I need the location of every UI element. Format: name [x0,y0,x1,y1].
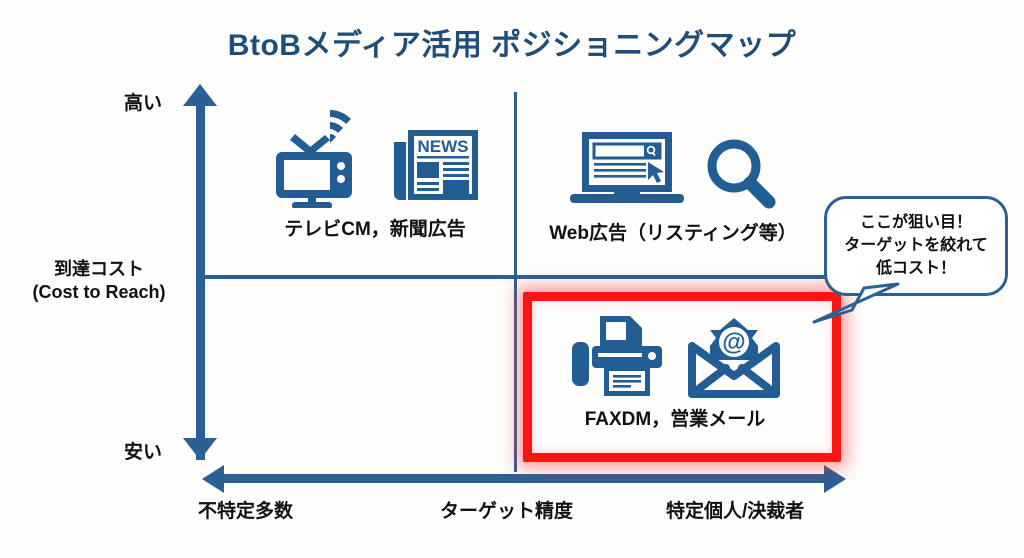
y-axis-caption: 到達コスト (Cost to Reach) [4,258,194,303]
y-axis-high-label: 高い [124,93,163,114]
page-title: BtoBメディア活用 ポジショニングマップ [227,29,797,62]
callout-line-2: ターゲットを絞れて [844,237,988,255]
fax-printer-icon [570,314,670,398]
envelope-at-icon: @ [688,316,780,398]
x-axis-caption: ターゲット精度 [440,501,574,522]
highlight-box-faxdm [523,292,841,462]
callout-line-3: 低コスト！ [875,260,956,278]
quadrant-top-right-caption: Web広告（リスティング等） [549,223,797,244]
newspaper-icon: NEWS [390,116,482,208]
x-axis-line [222,474,828,483]
svg-text:NEWS: NEWS [418,137,469,156]
y-axis-low-label: 安い [124,442,163,463]
quadrant-bottom-right-icons: @ [540,314,810,398]
callout-line-1: ここが狙い目！ [859,214,972,231]
television-icon [268,104,372,208]
magnifier-icon [704,136,778,212]
quadrant-top-left-caption: テレビCM，新聞広告 [284,219,466,240]
quadrant-bottom-right-caption: FAXDM，営業メール [584,409,766,430]
x-axis-right-arrow-icon [824,465,846,493]
quadrant-top-right-icons [528,128,818,212]
laptop-search-icon [568,128,686,212]
svg-text:@: @ [722,329,745,356]
x-axis-left-arrow-icon [202,465,224,493]
quadrant-divider-horizontal [200,275,865,279]
x-axis-left-label: 不特定多数 [198,501,294,522]
quadrant-top-right: Web広告（リスティング等） [528,128,818,245]
y-axis-caption-jp: 到達コスト [54,259,144,279]
callout-bubble: ここが狙い目！ ターゲットを絞れて 低コスト！ [824,196,1008,296]
quadrant-divider-vertical [514,92,517,472]
y-axis-caption-en: (Cost to Reach) [32,281,166,302]
quadrant-bottom-right: @ FAXDM，営業メール [540,314,810,431]
y-axis-line [196,100,205,460]
x-axis-right-label: 特定個人/決裁者 [666,501,805,522]
quadrant-top-left-icons: NEWS [230,104,520,208]
quadrant-top-left: NEWS テレビCM，新聞広告 [230,104,520,241]
y-axis-up-arrow-icon [183,84,217,106]
y-axis-down-arrow-icon [183,438,217,460]
